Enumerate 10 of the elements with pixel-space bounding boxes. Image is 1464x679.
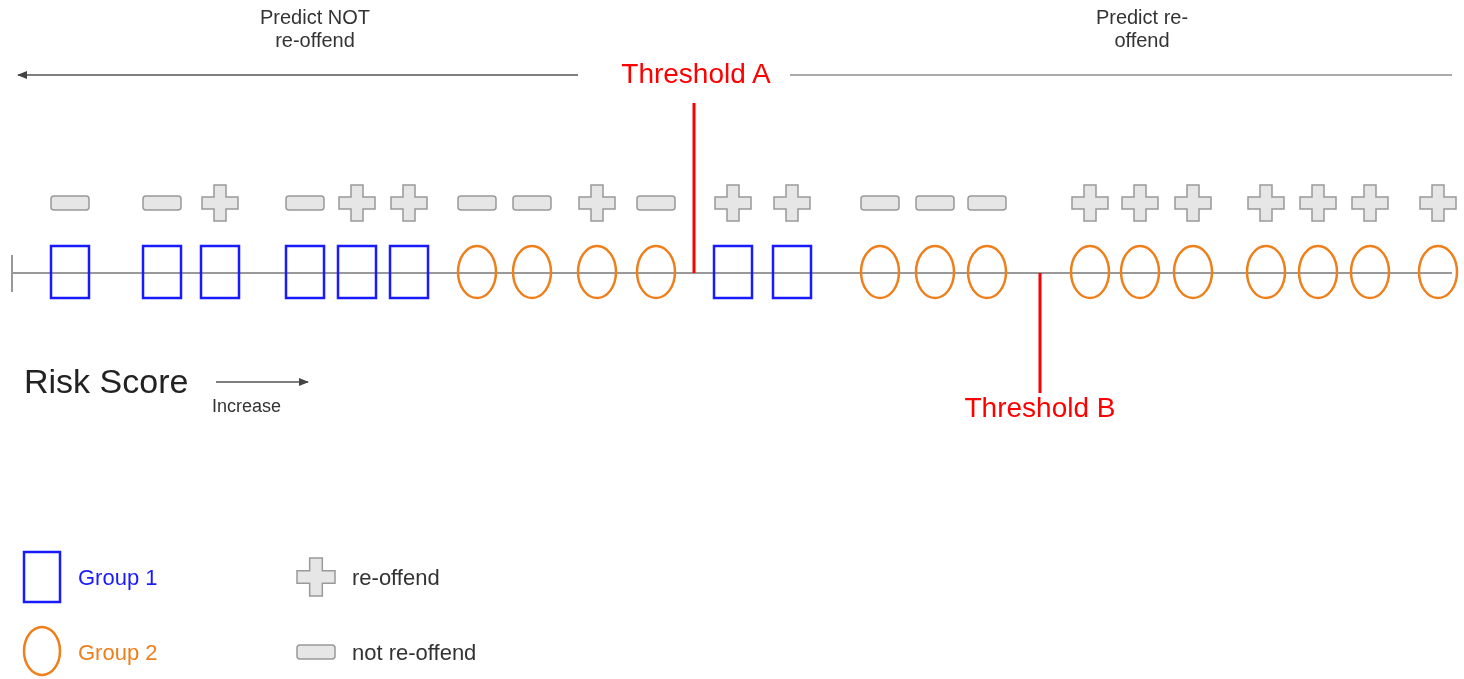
prediction-label: Predict NOT re-offend: [259, 6, 371, 52]
axis-title: Risk Score: [24, 362, 189, 402]
prediction-label: Predict re-offend: [1094, 6, 1190, 52]
legend-label: Group 1: [78, 565, 158, 591]
legend-label: re-offend: [352, 565, 440, 591]
legend-label: not re-offend: [352, 640, 477, 666]
axis-note: Increase: [212, 396, 282, 417]
threshold-label: Threshold B: [963, 392, 1117, 425]
threshold-label: Threshold A: [620, 58, 772, 91]
legend-label: Group 2: [78, 640, 158, 666]
